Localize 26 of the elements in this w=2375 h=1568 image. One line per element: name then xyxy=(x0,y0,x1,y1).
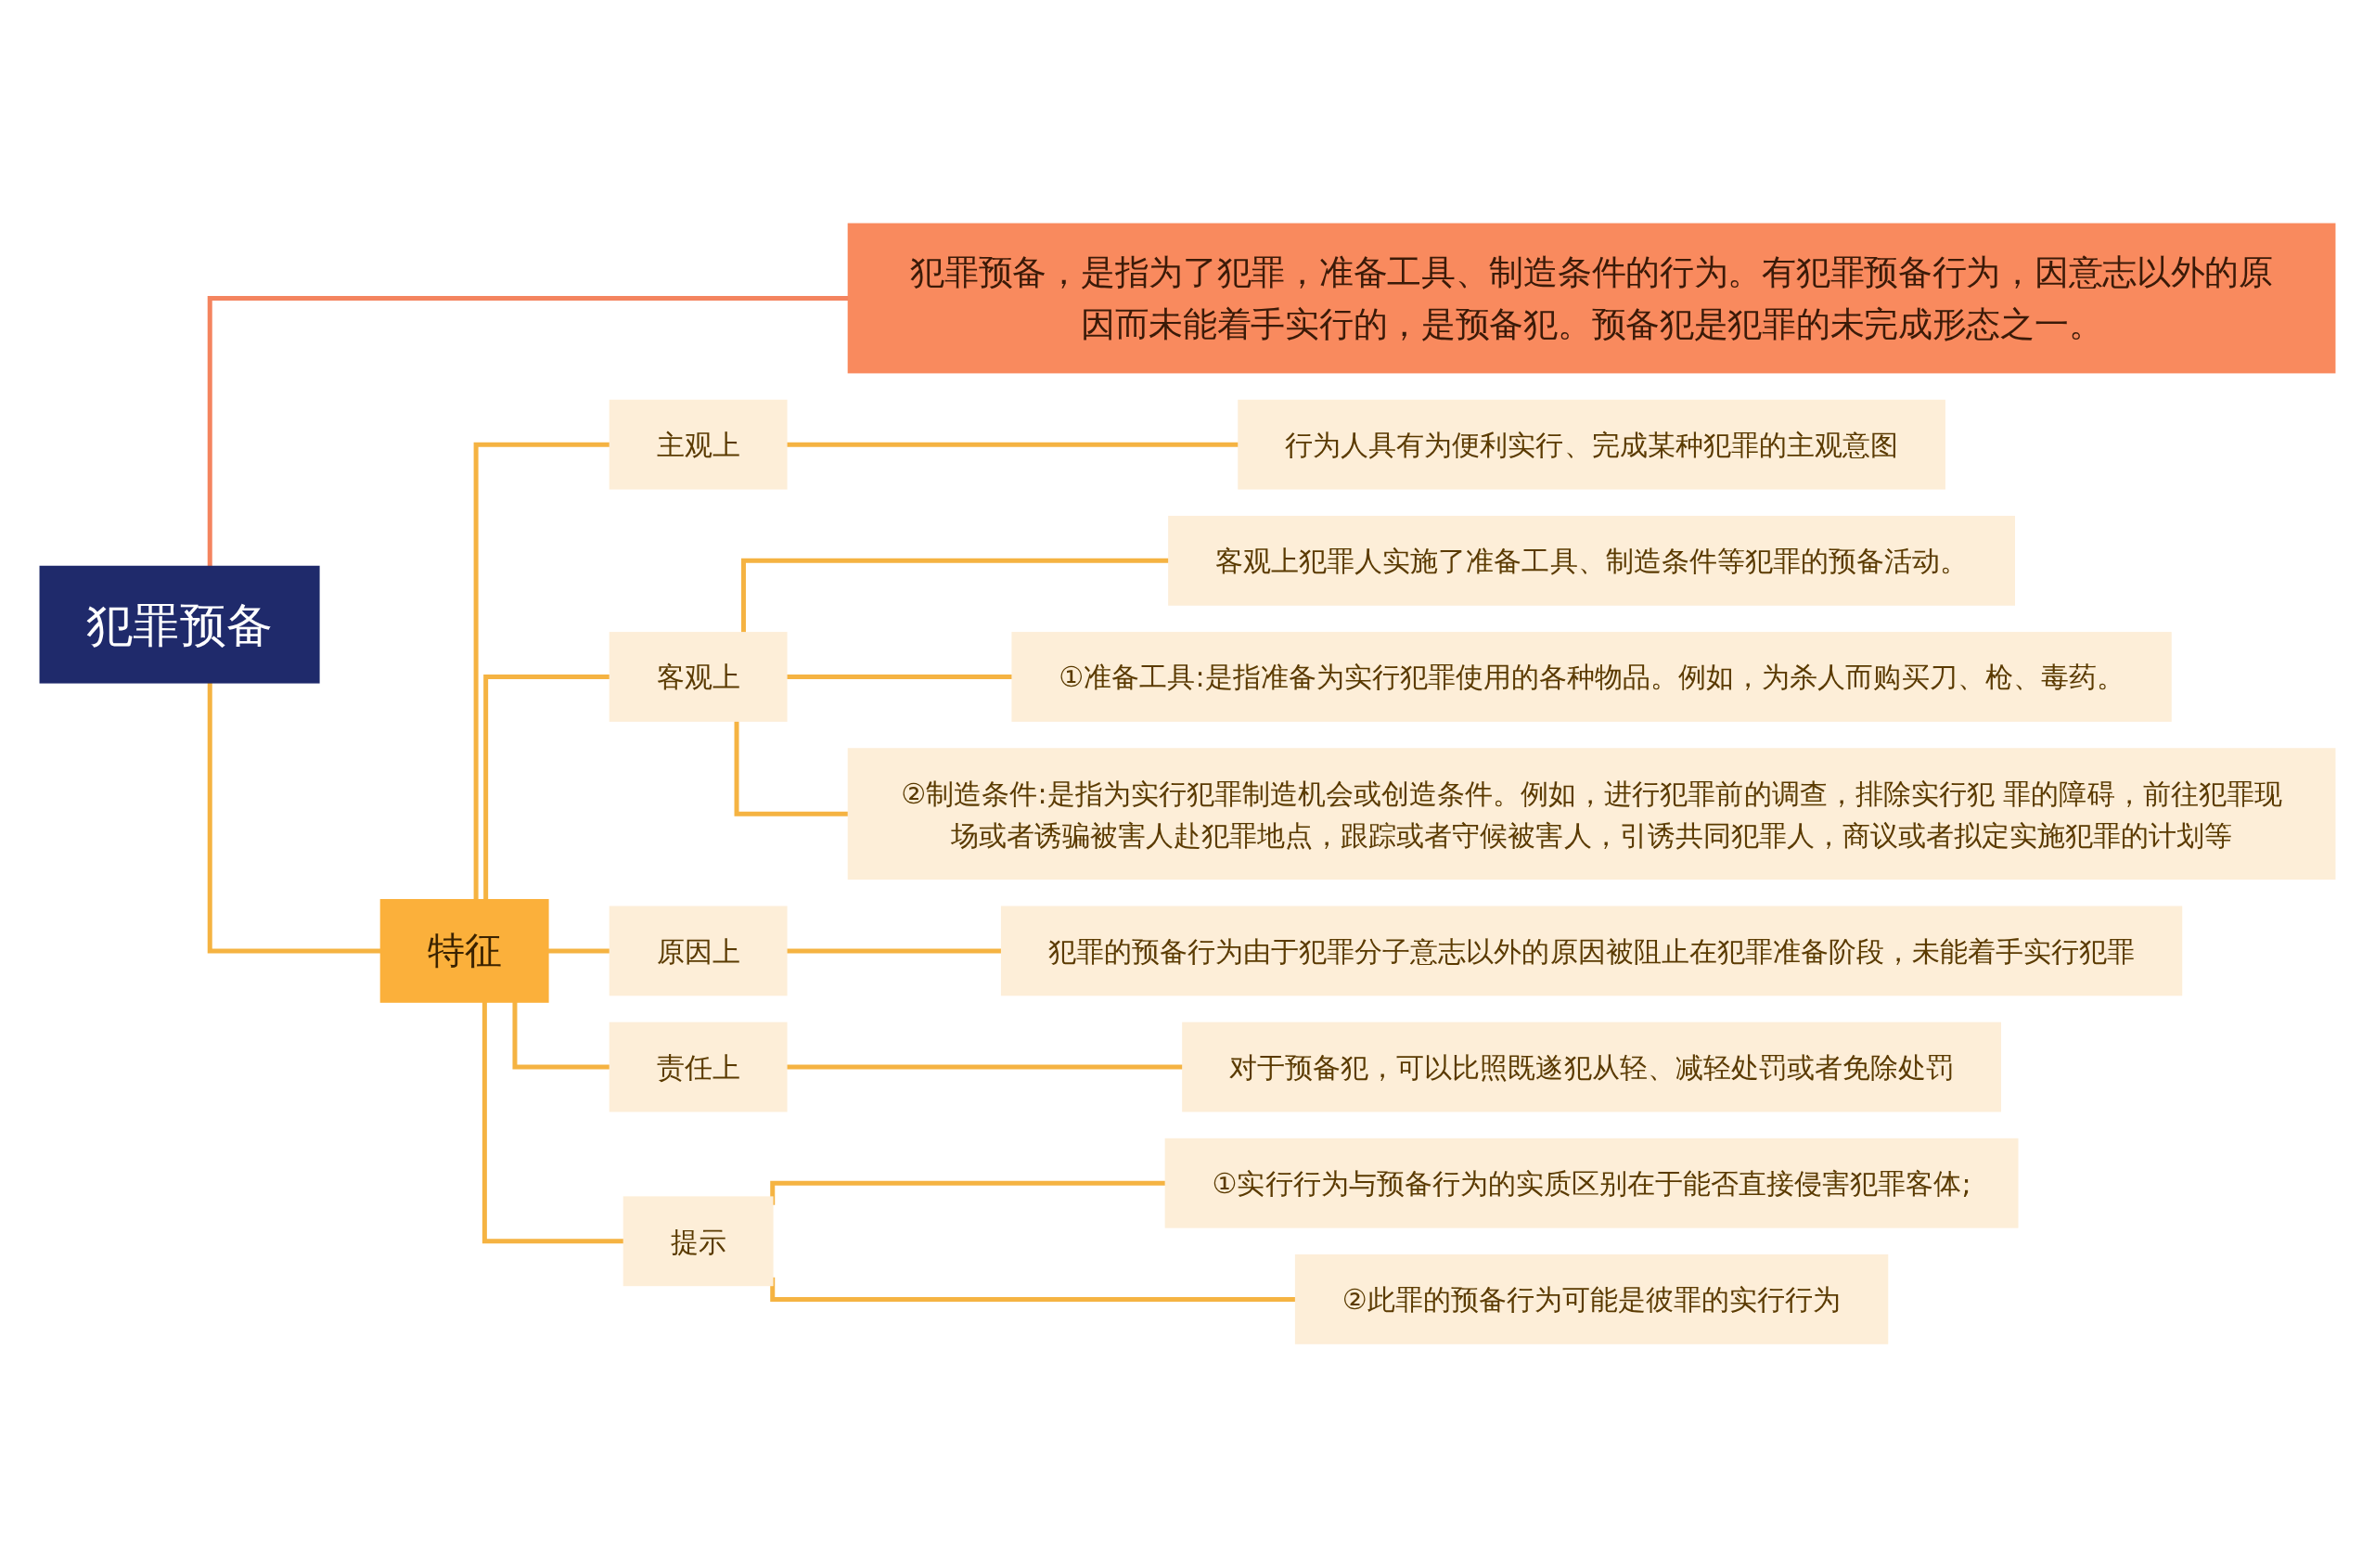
node-box: 特征 xyxy=(379,899,549,1004)
connector xyxy=(483,675,610,901)
node-box: 对于预备犯，可以比照既遂犯从轻、减轻处罚或者免除处罚 xyxy=(1182,1022,2001,1112)
connector xyxy=(770,1278,1296,1303)
connector xyxy=(207,683,381,954)
node-box: ②此罪的预备行为可能是彼罪的实行行为 xyxy=(1294,1254,1889,1345)
connector xyxy=(512,1002,610,1070)
connector xyxy=(207,296,849,567)
connector xyxy=(473,443,610,901)
node-box: 行为人具有为便利实行、完成某种犯罪的主观意图 xyxy=(1238,400,1945,490)
node-box: 犯罪预备，是指为了犯罪，准备工具、制造条件的行为。有犯罪预备行为，因意志以外的原因而未能着手实行的，是预备犯。预备犯是犯罪的未完成形态之一。 xyxy=(847,223,2336,374)
node-box: 提示 xyxy=(623,1196,774,1287)
node-box: ①实行行为与预备行为的实质区别在于能否直接侵害犯罪客体; xyxy=(1164,1138,2019,1228)
node-box: ①准备工具:是指准备为实行犯罪使用的各种物品。例如，为杀人而购买刀、枪、毒药。 xyxy=(1011,632,2172,723)
node-box: 客观上 xyxy=(609,632,788,723)
node-box: ②制造条件:是指为实行犯罪制造机会或创造条件。例如，进行犯罪前的调查，排除实行犯 罪的障碍，前往犯罪现场或者诱骗被害人赴犯罪地点，跟踪或者守候被害人，引诱共同犯罪人，商议或者拟定实施犯罪的计划等 xyxy=(847,748,2336,880)
node-box: 责任上 xyxy=(609,1022,788,1112)
node-box: 犯罪预备 xyxy=(39,566,320,684)
node-box: 犯罪的预备行为由于犯罪分子意志以外的原因被阻止在犯罪准备阶段，未能着手实行犯罪 xyxy=(1000,906,2183,996)
node-box: 客观上犯罪人实施了准备工具、制造条件等犯罪的预备活动。 xyxy=(1168,516,2015,607)
connector xyxy=(481,1002,624,1244)
connector xyxy=(734,721,849,817)
connector xyxy=(740,559,1169,634)
connector xyxy=(770,1181,1166,1206)
node-box: 主观上 xyxy=(609,400,788,490)
node-box: 原因上 xyxy=(609,906,788,996)
